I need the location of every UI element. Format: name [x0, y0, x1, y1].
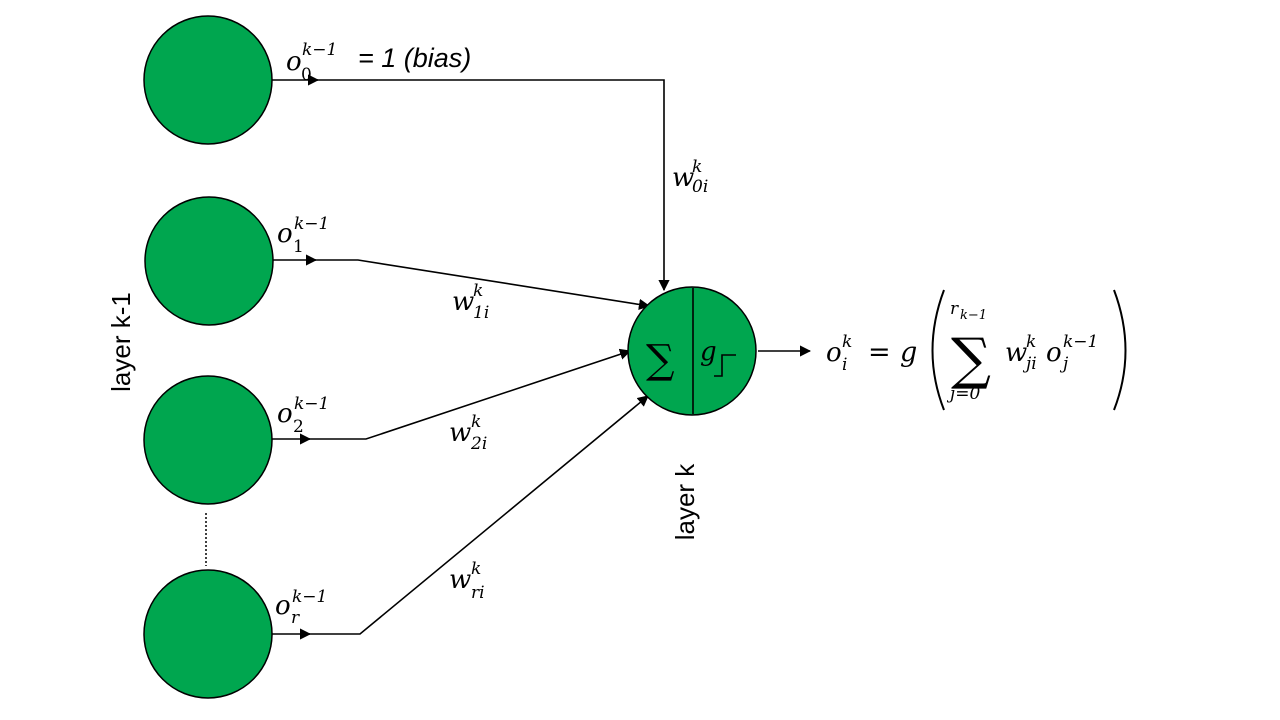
- svg-text:k−1: k−1: [960, 308, 987, 323]
- svg-text:r: r: [291, 608, 300, 628]
- output-neuron: [627, 286, 757, 416]
- inputr-label: o r k−1: [275, 587, 327, 628]
- inputr-wire: [308, 395, 649, 635]
- step-function-icon: [714, 354, 736, 377]
- svg-text:k: k: [471, 559, 481, 579]
- weight-label-2i: w k 2i: [449, 412, 487, 454]
- weight-label-ri: w k ri: [449, 559, 485, 603]
- svg-text:w: w: [1005, 338, 1027, 368]
- svg-text:2i: 2i: [470, 434, 487, 454]
- input-node-r: [143, 569, 273, 699]
- input1-label: o 1 k−1: [277, 214, 329, 257]
- svg-text:w: w: [672, 163, 694, 193]
- svg-text:k: k: [692, 157, 702, 177]
- left-paren: [931, 289, 945, 411]
- svg-text:o: o: [277, 399, 293, 429]
- svg-text:0: 0: [301, 65, 312, 85]
- bias-text: = 1 (bias): [358, 43, 471, 73]
- svg-text:o: o: [286, 47, 302, 77]
- layer-current-label: layer k: [670, 463, 700, 541]
- input-node-1: [144, 196, 274, 326]
- bias-wire: [316, 79, 670, 292]
- weight-label-1i: w k 1i: [452, 281, 489, 323]
- svg-text:o: o: [277, 219, 293, 249]
- svg-text:1i: 1i: [473, 303, 489, 323]
- bias-input-label: o 0 k−1 = 1 (bias): [286, 40, 471, 85]
- svg-text:j=0: j=0: [946, 384, 981, 404]
- sum-symbol: ∑: [646, 337, 675, 383]
- svg-text:o: o: [826, 338, 842, 368]
- svg-text:k−1: k−1: [294, 394, 329, 414]
- input-node-2: [143, 375, 273, 505]
- svg-text:w: w: [452, 287, 474, 317]
- svg-text:g: g: [900, 337, 917, 368]
- svg-text:k−1: k−1: [294, 214, 329, 234]
- svg-text:w: w: [449, 418, 471, 448]
- svg-text:2: 2: [293, 417, 304, 437]
- svg-text:w: w: [449, 565, 471, 595]
- svg-text:i: i: [842, 355, 847, 375]
- svg-text:k−1: k−1: [302, 40, 337, 60]
- svg-text:k: k: [842, 332, 852, 352]
- svg-text:k−1: k−1: [1063, 332, 1098, 352]
- svg-text:ri: ri: [471, 583, 485, 603]
- layer-prev-label: layer k-1: [106, 292, 136, 392]
- svg-text:1: 1: [293, 237, 304, 257]
- svg-text:∑: ∑: [951, 327, 991, 392]
- svg-text:r: r: [950, 299, 959, 319]
- svg-text:o: o: [275, 591, 291, 621]
- svg-text:k: k: [1026, 332, 1036, 352]
- svg-text:o: o: [1046, 338, 1062, 368]
- input-node-bias: [143, 15, 273, 145]
- activation-g: g: [700, 337, 717, 367]
- svg-text:ji: ji: [1022, 354, 1037, 374]
- input2-wire: [308, 348, 632, 440]
- input1-wire: [314, 259, 651, 310]
- right-paren: [1113, 289, 1127, 411]
- weight-label-0i: w k 0i: [672, 157, 708, 197]
- svg-text:j: j: [1059, 354, 1069, 374]
- svg-text:=: =: [868, 337, 891, 368]
- svg-text:k−1: k−1: [292, 587, 327, 607]
- svg-text:k: k: [471, 412, 481, 432]
- svg-text:k: k: [473, 281, 483, 301]
- svg-text:0i: 0i: [692, 177, 708, 197]
- output-formula: o k i = g r k−1 ∑ j=0 w k ji o k−1 j: [826, 289, 1127, 411]
- input2-label: o 2 k−1: [277, 394, 329, 437]
